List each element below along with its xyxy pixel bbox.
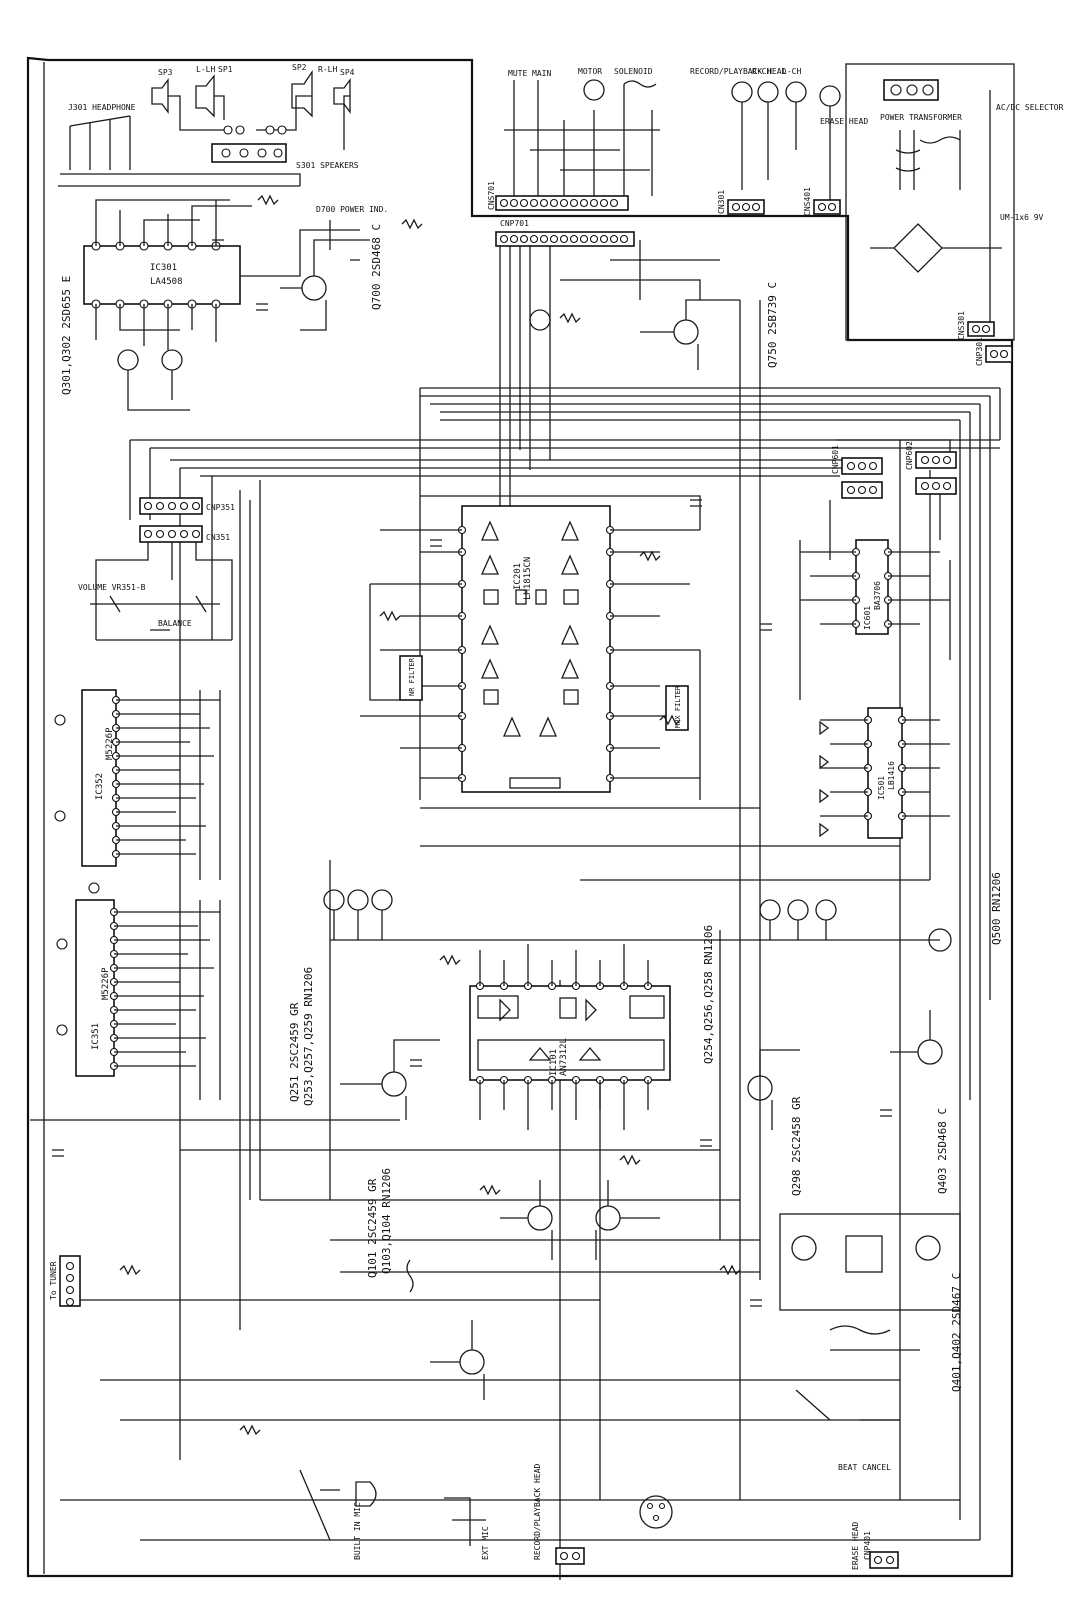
ic201-ref: IC201: [513, 563, 523, 590]
label-cn301: CN301: [717, 190, 726, 214]
label-headphone: J301 HEADPHONE: [68, 103, 136, 112]
note-q253: Q253,Q257,Q259 RN1206: [302, 967, 315, 1106]
label-sp3: SP3: [158, 68, 173, 77]
label-cns401: CNS401: [803, 187, 812, 216]
label-cnp401: CNP401: [863, 1531, 872, 1560]
ic352-part: M5226P: [105, 727, 115, 760]
ic101-part: AN7312L: [559, 1038, 569, 1076]
speakers: SP3 L-LH SP1 SP2 R-LH SP4 S301 SPEAKERS: [151, 63, 359, 170]
bottom-connectors: To TUNER RECORD/PLAYBACK HEAD ERASE HEAD…: [49, 1255, 899, 1570]
label-erase-head-bottom: ERASE HEAD: [851, 1522, 860, 1570]
note-q298: Q298 2SC2458 GR: [790, 1096, 803, 1196]
transistor-notes: Q301,Q302 2SD655 E Q700 2SD468 C Q750 2S…: [60, 224, 1003, 1392]
note-q403: Q403 2SD468 C: [936, 1108, 949, 1194]
ic352-dolby: IC352 M5226P: [54, 689, 221, 894]
label-mute: MUTE: [508, 69, 527, 78]
cnp301-block: [985, 345, 1013, 363]
headphone-jack: J301 HEADPHONE: [58, 103, 301, 187]
label-rec-head-top: RECORD/PLAYBACK HEAD: [690, 67, 787, 76]
passive-components: [52, 194, 892, 1436]
ic601-ref: IC601: [863, 606, 872, 630]
signal-buses: [30, 387, 1000, 1541]
mechanism-section: MUTE MAIN MOTOR SOLENOID: [495, 67, 740, 370]
label-cnp301: CNP301: [975, 337, 984, 366]
ic201-part: LM1815CN: [523, 557, 533, 600]
ic101-ref: IC101: [549, 1049, 559, 1076]
label-rch-head: R-CH: [752, 67, 771, 76]
heads-top: RECORD/PLAYBACK HEAD R-CH L-CH ERASE HEA…: [690, 67, 868, 215]
label-cn351: CN351: [206, 533, 230, 542]
label-speakers-switch: S301 SPEAKERS: [296, 161, 359, 170]
label-cnp601: CNP601: [831, 445, 840, 474]
label-cnp602: CNP602: [905, 441, 914, 470]
cn351-connector: CNP351 CN351: [95, 497, 235, 640]
label-built-in-mic: BUILT IN MIC: [353, 1502, 362, 1560]
label-solenoid: SOLENOID: [614, 67, 653, 76]
label-mpx-filter: MPX FILTER: [674, 685, 682, 728]
ic201-block: IC201 LM1815CN: [360, 495, 701, 800]
power-supply: AC/DC SELECTOR POWER TRANSFORMER UM-1x6 …: [870, 79, 1064, 337]
ic601-block: IC601 BA3706: [799, 539, 951, 700]
ic301-ref: IC301: [150, 263, 177, 273]
label-main: MAIN: [532, 69, 551, 78]
label-cnp701: CNP701: [500, 219, 529, 228]
cnp601-cnp602: [829, 439, 957, 560]
label-beat-cancel: BEAT CANCEL: [838, 1463, 891, 1472]
power-section-border: [845, 63, 1015, 341]
microphones: BUILT IN MIC EXT MIC: [299, 1469, 673, 1560]
label-acdc: AC/DC SELECTOR: [996, 103, 1064, 112]
note-q101: Q101 2SC2459 GR: [366, 1178, 379, 1278]
note-q500: Q500 RN1206: [990, 872, 1003, 945]
ic351-dolby: IC351 M5226P: [56, 899, 221, 1100]
ic501-part: LB1416: [887, 761, 896, 790]
volume-balance: VOLUME VR351-B BALANCE: [78, 583, 232, 641]
label-to-tuner: To TUNER: [49, 1261, 58, 1300]
ic351-part: M5226P: [101, 967, 111, 1000]
vertical-buses: [43, 62, 1001, 1580]
note-q251: Q251 2SC2459 GR: [288, 1002, 301, 1102]
label-nr-filter: NR FILTER: [408, 657, 416, 696]
label-sp1: SP1: [218, 65, 233, 74]
label-rec-head-bottom: RECORD/PLAYBACK HEAD: [533, 1463, 542, 1560]
label-sp4: SP4: [340, 68, 355, 77]
middle-transistors: [323, 889, 952, 1130]
lower-transistors: [406, 1180, 660, 1400]
note-q700: Q700 2SD468 C: [370, 224, 383, 310]
ic301-power-amp: IC301 LA4508: [83, 199, 360, 411]
label-ext-mic: EXT MIC: [481, 1526, 490, 1560]
ic601-part: BA3706: [873, 581, 882, 610]
label-power-transformer: POWER TRANSFORMER: [880, 113, 962, 122]
note-q401: Q401,Q402 2SD467 C: [950, 1273, 963, 1392]
ic101-block: IC101 AN7312L: [469, 944, 671, 1130]
ic352-ref: IC352: [95, 773, 105, 800]
ic301-part: LA4508: [150, 277, 183, 287]
q700-regulator: D700 POWER IND.: [280, 205, 388, 331]
label-erase-head-top: ERASE HEAD: [820, 117, 868, 126]
label-lch-head: L-CH: [782, 67, 801, 76]
ic501-ref: IC501: [877, 776, 886, 800]
label-battery: UM-1x6 9V: [1000, 213, 1044, 222]
q750-symbol: [673, 319, 699, 345]
note-q750: Q750 2SB739 C: [766, 282, 779, 368]
label-cns301: CNS301: [957, 311, 966, 340]
note-q103: Q103,Q104 RN1206: [380, 1168, 393, 1274]
label-cns701: CNS701: [487, 181, 496, 210]
label-lch-top: L-LH: [196, 65, 215, 74]
bias-oscillator: BEAT CANCEL: [779, 1213, 961, 1472]
label-balance: BALANCE: [158, 619, 192, 628]
label-volume: VOLUME VR351-B: [78, 583, 146, 592]
label-cnp351: CNP351: [206, 503, 235, 512]
label-rch-top: R-LH: [318, 65, 337, 74]
note-q254: Q254,Q256,Q258 RN1206: [702, 925, 715, 1064]
motor-symbol: [583, 79, 605, 101]
ic351-ref: IC351: [91, 1023, 101, 1050]
solenoid-coil: [623, 80, 657, 88]
label-power-ind: D700 POWER IND.: [316, 205, 388, 214]
label-sp2: SP2: [292, 63, 307, 72]
ic501-block: IC501 LB1416: [819, 707, 950, 839]
label-motor: MOTOR: [578, 67, 602, 76]
note-q301: Q301,Q302 2SD655 E: [60, 276, 73, 395]
